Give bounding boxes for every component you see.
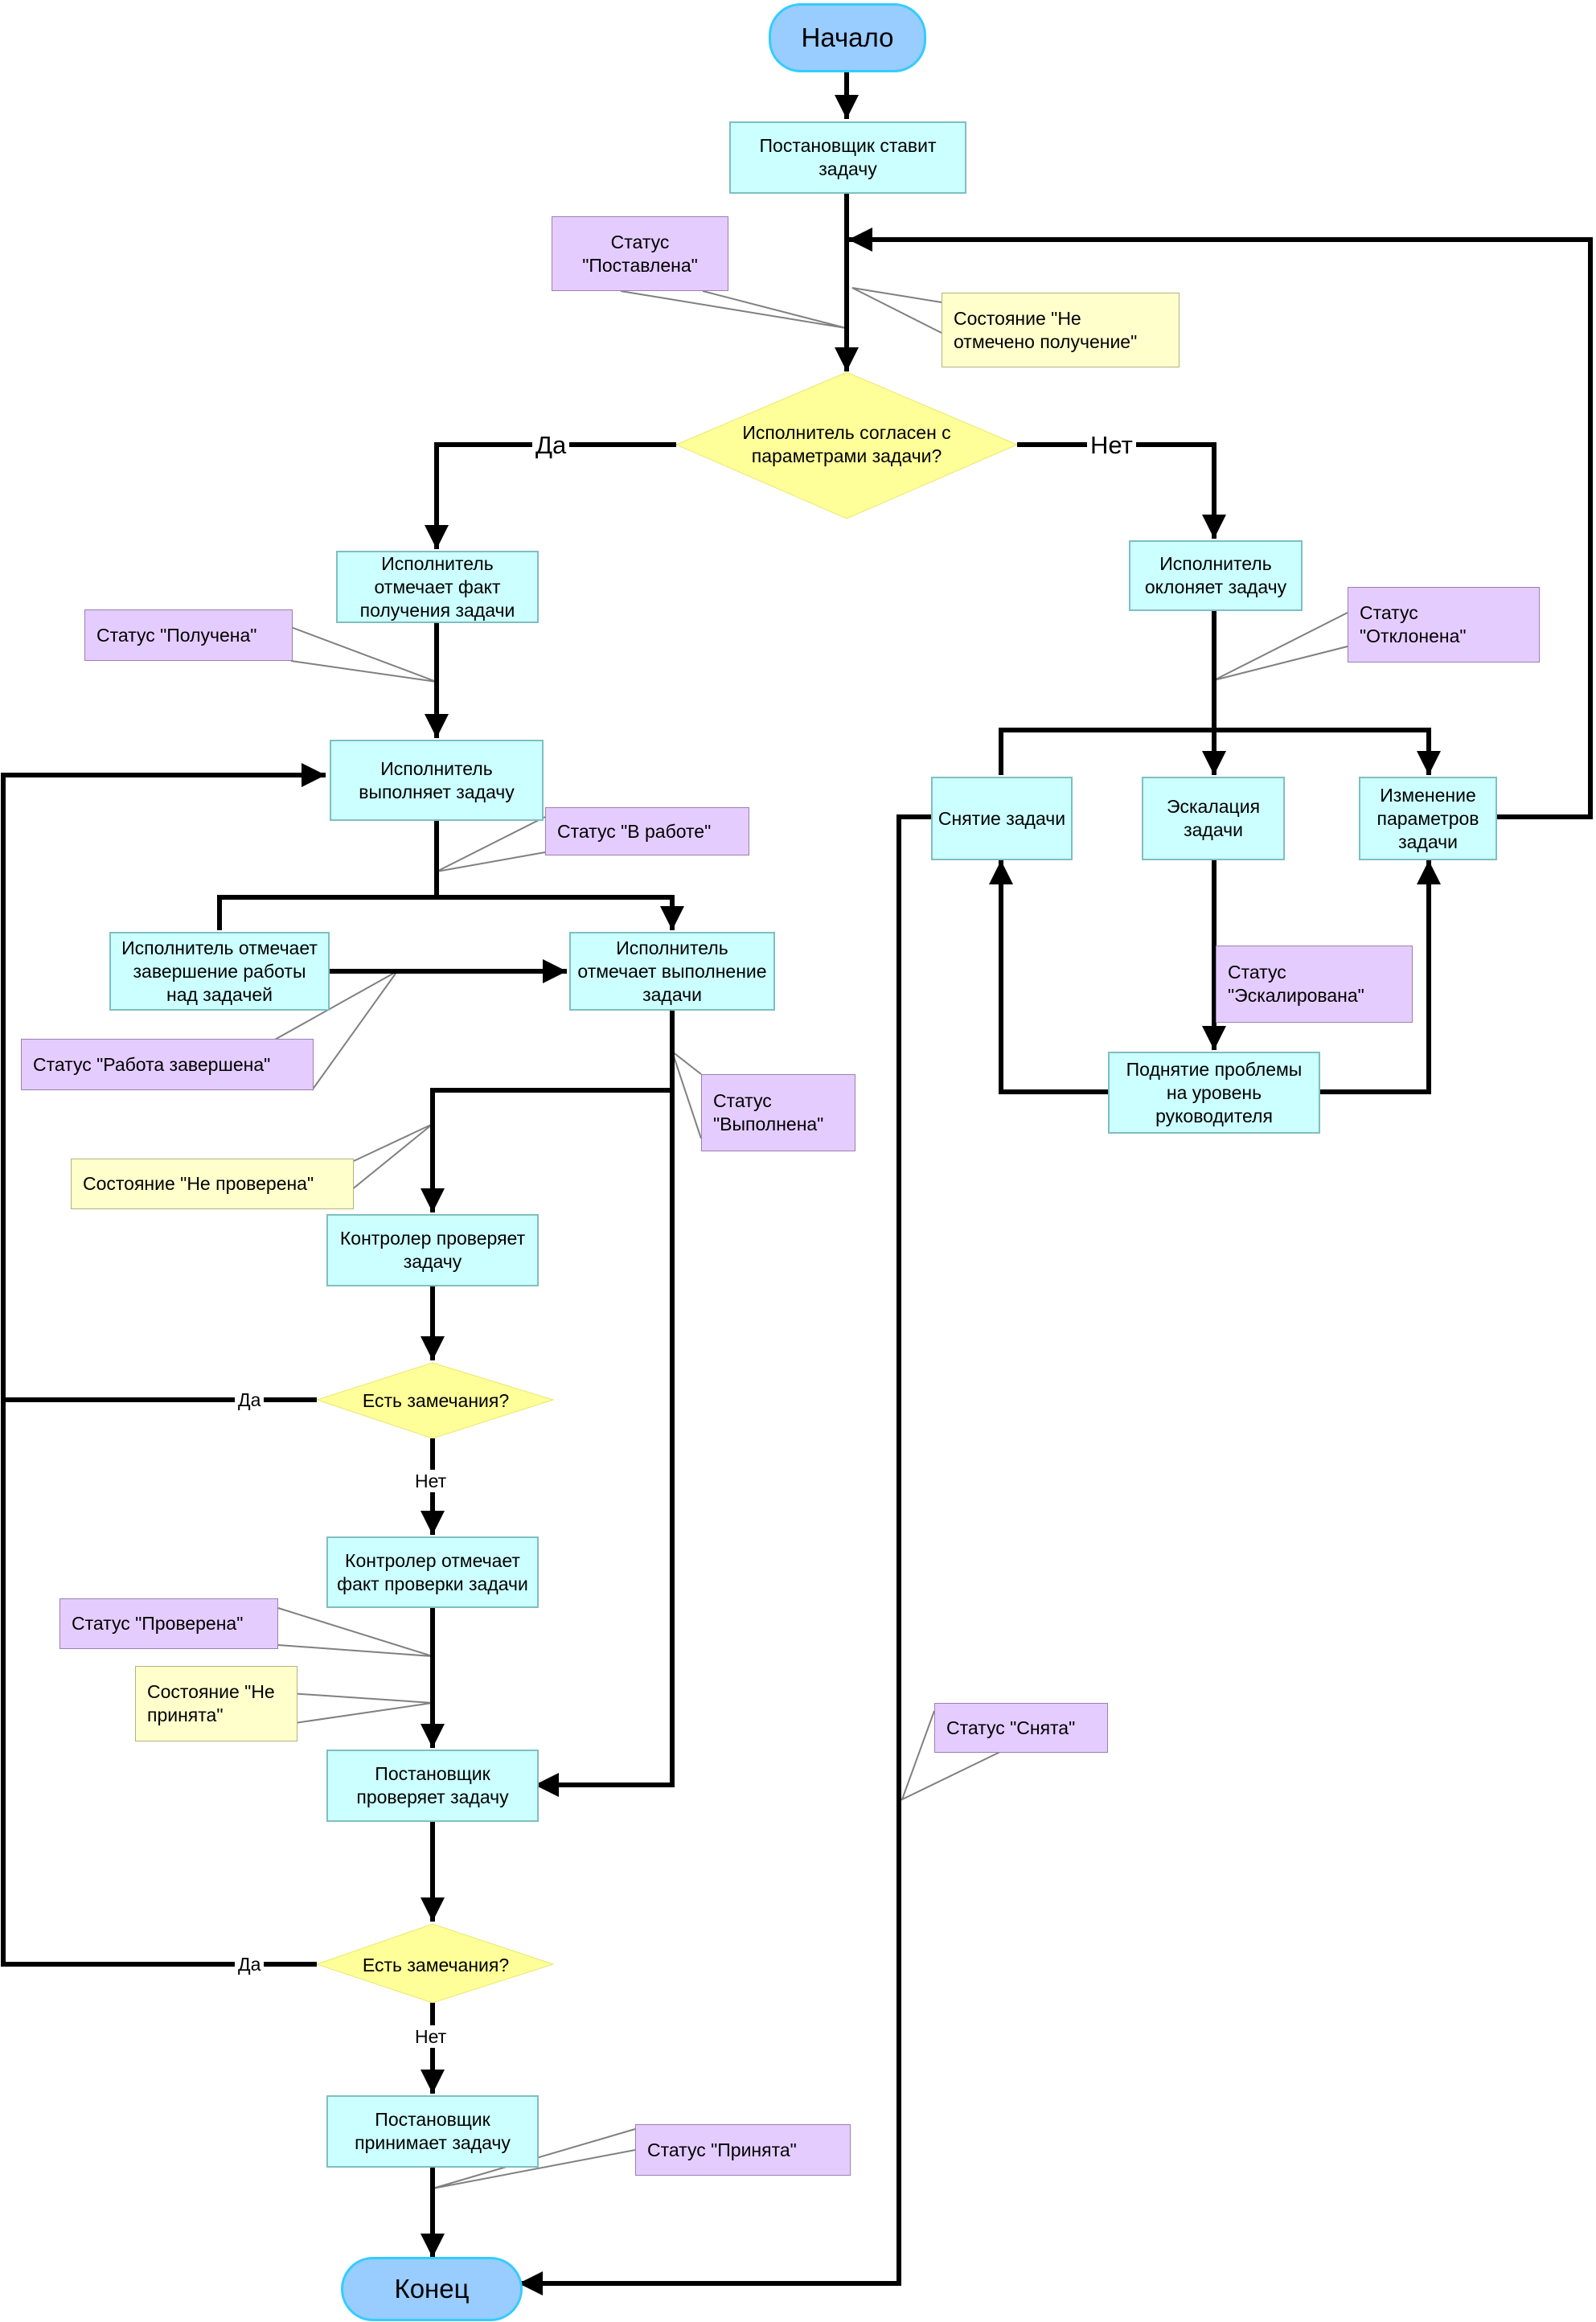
note-state-not-received: Состояние "Не отмечено получение" [942,293,1180,367]
label-remarks2-yes: Да [235,1953,265,1975]
flow-decline-to-change [1214,728,1441,775]
decision-remarks1: Есть замечания? [362,1389,510,1411]
pointer-status-in-work [436,816,546,872]
pointer-status-set [620,290,847,329]
process-change-params: Изменение параметров задачи [1359,777,1497,860]
flow-decision-no [1017,442,1226,539]
note-status-accepted: Статус "Принята" [635,2124,851,2176]
process-accept: Постановщик принимает задачу [326,2095,539,2168]
pointer-status-received [290,626,437,683]
note-status-removed: Статус "Снята" [934,1703,1108,1753]
pointer-status-removed [901,1710,1006,1801]
label-remarks1-yes: Да [235,1389,265,1411]
decision-remarks2: Есть замечания? [362,1954,510,1975]
flow-completed-to-setter [535,1010,675,1797]
pointer-status-completed [671,1049,702,1139]
process-raise-problem: Поднятие проблемы на уровень руководител… [1108,1052,1320,1134]
process-escalation: Эскалация задачи [1142,777,1285,860]
process-controller-check: Контролер проверяет задачу [326,1214,539,1286]
flow-remarks2-yes [1,763,326,1967]
pointer-status-declined [1213,612,1348,681]
note-status-in-work: Статус "В работе" [545,807,749,855]
flow-remove-to-end [519,814,931,2295]
label-remarks2-no: Нет [412,2025,450,2048]
flow-raise-to-change [1319,860,1441,1094]
end-terminal: Конец [341,2257,523,2321]
note-status-declined: Статус "Отклонена" [1348,587,1540,663]
label-agree-yes: Да [532,431,570,460]
pointer-status-checked [277,1607,433,1657]
process-mark-completed: Исполнитель отмечает выполнение задачи [569,932,775,1011]
flow-completed-to-controller [421,1088,672,1212]
process-execute: Исполнитель выполняет задачу [330,740,544,821]
pointer-state-not-accepted [289,1692,433,1725]
start-terminal: Начало [769,3,926,72]
flow-raise-to-remove [989,860,1108,1094]
flow-decision-yes [425,442,676,549]
process-decline: Исполнитель оклоняет задачу [1129,540,1303,611]
process-controller-mark: Контролер отмечает факт проверки задачи [326,1536,539,1608]
note-status-received: Статус "Получена" [84,609,293,661]
note-status-checked: Статус "Проверена" [59,1598,278,1649]
note-status-work-done: Статус "Работа завершена" [21,1039,314,1090]
decision-agree: Исполнитель согласен с параметрами задач… [742,422,951,466]
flow-decline-branches [999,611,1216,775]
process-remove: Снятие задачи [931,777,1073,860]
process-setter-check: Постановщик проверяет задачу [326,1750,539,1822]
process-set-task: Постановщик ставит задачу [729,121,966,194]
note-status-completed: Статус "Выполнена" [701,1074,855,1151]
flow-change-loop-back [848,228,1593,819]
note-state-not-checked: Состояние "Не проверена" [71,1159,354,1209]
note-status-set: Статус "Поставлена" [552,216,728,291]
process-work-done: Исполнитель отмечает завершение работы н… [109,932,330,1011]
flow-execute-split [217,821,439,930]
process-mark-received: Исполнитель отмечает факт получения зада… [336,551,539,623]
decision-agree-shape [675,371,1019,519]
label-agree-no: Нет [1087,431,1136,460]
flow-execute-to-completed [437,895,684,930]
label-remarks1-no: Нет [412,1470,450,1492]
note-status-escalated: Статус "Эскалирована" [1216,946,1413,1023]
note-state-not-accepted: Состояние "Не принята" [135,1666,297,1742]
pointer-state-not-received [851,287,942,334]
